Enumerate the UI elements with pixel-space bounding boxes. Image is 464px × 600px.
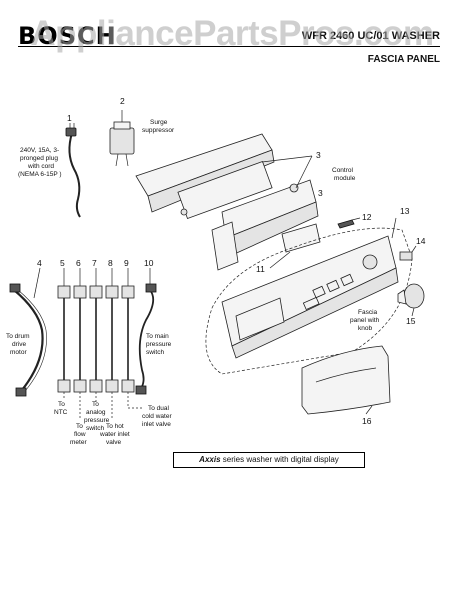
label-plug-4: (NEMA 6-15P ) [18,171,62,178]
label-control-1: Control [332,167,354,174]
label-dual-3: inlet valve [142,421,171,428]
label-fascia-1: Fascia [358,309,378,316]
callout-7: 7 [92,258,97,268]
label-drum-1: To drum [6,333,29,340]
label-hot-1: To hot [106,423,124,430]
label-plug-1: 240V, 15A, 3- [20,147,59,154]
label-analog-2: analog [86,409,106,416]
label-flow-1: To [76,423,83,430]
label-control-2: module [334,175,356,182]
part-14-bracket[interactable] [399,245,417,261]
part-7-analog-pressure-harness[interactable] [89,268,103,402]
part-4-motor-harness[interactable] [9,267,47,397]
watermark: AppliancePartsPros.com [30,14,434,53]
callout-11: 11 [256,264,265,274]
part-2-surge-suppressor[interactable] [109,110,135,167]
label-fascia-2: panel with [350,317,380,324]
label-analog-1: To [92,401,99,408]
label-pressure-2: pressure [146,341,172,348]
caption-series-name: Axxis [199,455,221,464]
label-plug-3: with cord [27,163,54,170]
header-rule [18,46,440,47]
callout-8: 8 [108,258,113,268]
part-16-drawer-front[interactable] [301,345,391,415]
callout-13: 13 [400,206,410,216]
label-drum-2: drive [12,341,26,348]
callout-3b: 3 [318,188,323,198]
callout-9: 9 [124,258,129,268]
label-drum-3: motor [10,349,27,356]
label-flow-2: flow [74,431,86,438]
label-ntc-2: NTC [54,409,68,416]
part-9-dual-cold-valve-harness[interactable] [121,268,142,409]
part-11-display-board[interactable] [269,223,321,269]
callout-14: 14 [416,236,426,246]
part-12-clip[interactable] [337,217,361,229]
callout-6: 6 [76,258,81,268]
callout-3a: 3 [316,150,321,160]
label-hot-3: valve [106,439,122,446]
callout-12: 12 [362,212,372,222]
part-8-hot-water-valve-harness[interactable] [105,268,119,420]
label-analog-3: pressure [84,417,110,424]
part-1-power-cord[interactable] [65,123,81,218]
callout-16: 16 [362,416,372,426]
diagram-caption: Axxis series washer with digital display [173,452,365,468]
part-10-pressure-switch-harness[interactable] [135,268,157,395]
part-13-fascia-panel[interactable] [205,217,413,375]
callout-15: 15 [406,316,416,326]
callout-4: 4 [37,258,42,268]
label-pressure-1: To main [146,333,169,340]
label-surge-1: Surge [150,119,168,126]
part-3-control-module[interactable] [135,133,319,271]
label-hot-2: water inlet [99,431,130,438]
label-plug-2: pronged plug [20,155,58,162]
callout-1: 1 [67,113,72,123]
model-title: WFR 2460 UC/01 WASHER [301,30,440,42]
label-dual-1: To dual [148,405,170,412]
part-5-ntc-harness[interactable] [57,268,71,400]
section-title: FASCIA PANEL [367,54,440,65]
brand-logo: BOSCH [18,22,117,50]
caption-text: series washer with digital display [220,455,339,464]
part-15-knob[interactable] [397,283,425,317]
callout-2: 2 [120,96,125,106]
label-flow-3: meter [70,439,87,446]
label-dual-2: cold water [142,413,172,420]
callout-5: 5 [60,258,65,268]
part-6-flow-meter-harness[interactable] [73,268,87,420]
label-pressure-3: switch [146,349,164,356]
label-analog-4: switch [86,425,104,432]
label-fascia-3: knob [358,325,372,332]
label-surge-2: suppressor [142,127,175,134]
label-ntc-1: To [58,401,65,408]
callout-10: 10 [144,258,154,268]
